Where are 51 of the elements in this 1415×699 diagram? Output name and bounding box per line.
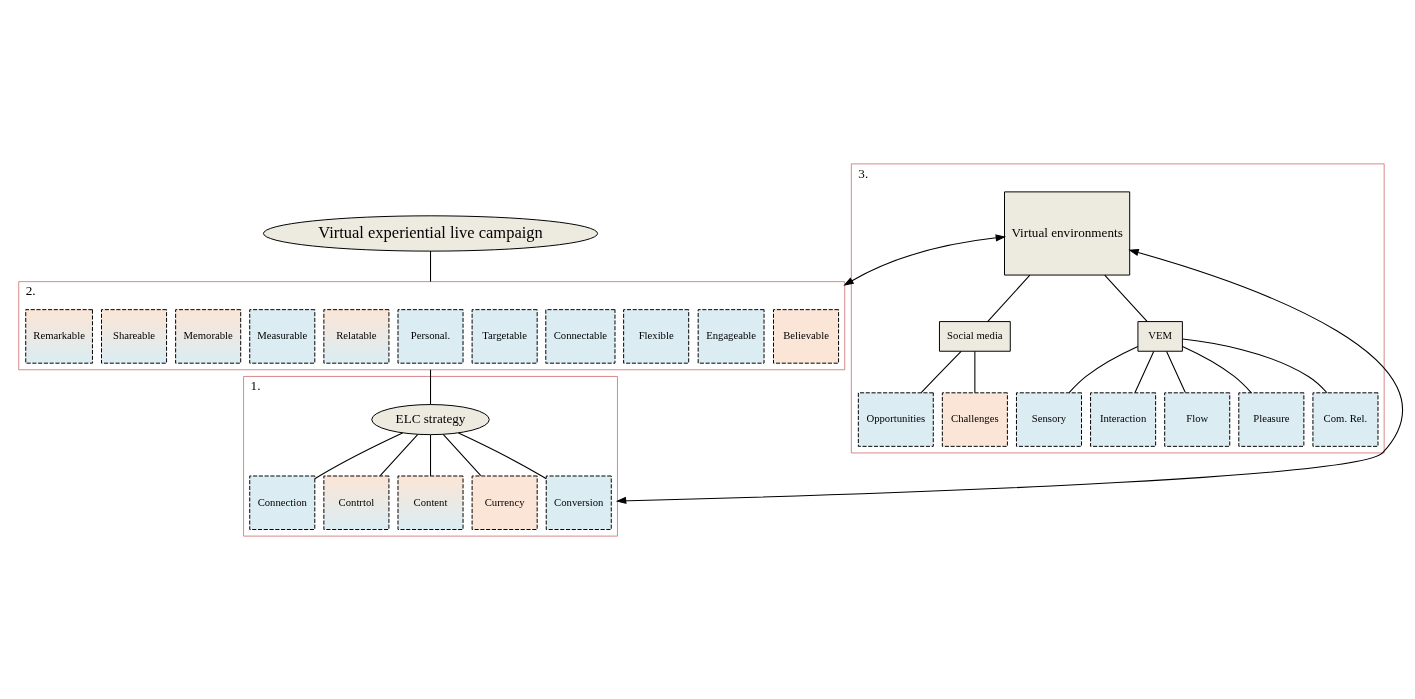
connector <box>429 250 432 282</box>
node-box: Engageable <box>697 308 765 364</box>
connector <box>1068 345 1139 393</box>
node-box: Social media <box>938 320 1011 352</box>
node-box: Connection <box>249 475 316 530</box>
connector <box>442 433 482 476</box>
connector <box>920 350 962 393</box>
connector <box>458 432 547 479</box>
cluster <box>18 280 846 370</box>
arrow <box>843 233 1007 286</box>
connector <box>974 350 976 393</box>
node-box: Virtual environments <box>1004 190 1131 276</box>
connector <box>987 274 1031 322</box>
node-box: Memorable <box>175 308 242 364</box>
connector <box>1166 350 1186 393</box>
connector <box>429 433 432 476</box>
node-ellipse: ELC strategy <box>371 403 490 435</box>
connector <box>1181 345 1252 393</box>
node-box: Pleasure <box>1238 391 1305 447</box>
node-box: Conversion <box>545 475 612 530</box>
node-box: Relatable <box>323 308 390 364</box>
node-box: Opportunities <box>857 391 934 447</box>
node-box: Shareable <box>101 308 168 364</box>
connector <box>429 368 432 405</box>
connector <box>379 433 419 476</box>
connector <box>1104 274 1148 322</box>
node-box: Personal. <box>397 308 464 364</box>
node-box: Contrtol <box>323 475 390 530</box>
node-box: Remarkable <box>25 308 93 364</box>
arrow <box>615 248 1404 504</box>
connector <box>314 432 404 479</box>
node-box: Sensory <box>1015 391 1082 447</box>
connector <box>1182 338 1328 393</box>
node-box: Connectable <box>545 308 616 364</box>
cluster <box>243 375 618 537</box>
node-ellipse: Virtual experiential live campaign <box>262 214 599 252</box>
node-label: 2. <box>25 282 36 298</box>
node-label: 1. <box>250 377 261 393</box>
node-box: Targetable <box>471 308 538 364</box>
node-box: Currency <box>471 475 538 530</box>
node-box: Content <box>397 475 464 530</box>
node-box: Measurable <box>249 308 316 364</box>
node-box: VEM <box>1137 320 1183 352</box>
node-box: Interaction <box>1090 391 1157 447</box>
node-box: Com. Rel. <box>1312 391 1379 447</box>
node-box: Believable <box>773 308 840 364</box>
node-box: Flow <box>1164 391 1231 447</box>
node-label: 3. <box>858 165 869 181</box>
connector <box>1134 350 1155 393</box>
node-box: Flexible <box>623 308 690 364</box>
node-box: Challenges <box>941 391 1008 447</box>
